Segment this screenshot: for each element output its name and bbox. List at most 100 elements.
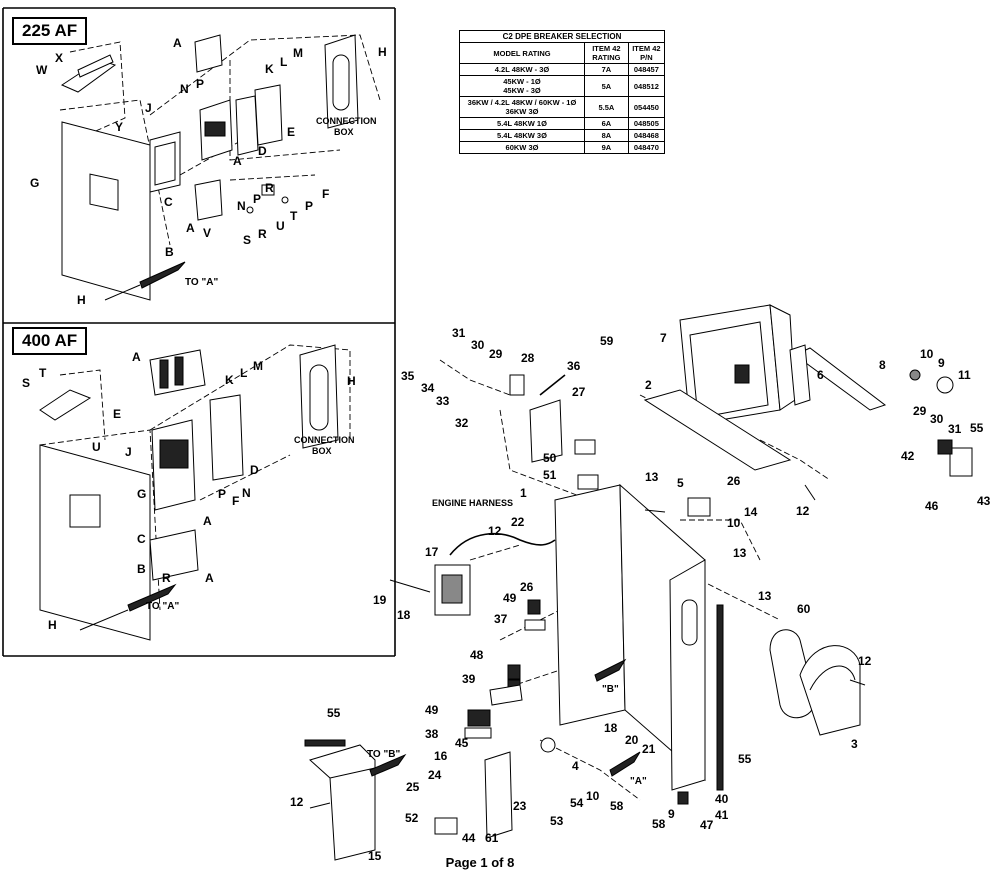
callout: D [258, 144, 267, 158]
callout: 17 [425, 545, 439, 559]
table-cell: 8A [584, 129, 629, 142]
callout: 9 [938, 356, 945, 370]
table-cell: 45KW - 1Ø 45KW - 3Ø [459, 75, 585, 97]
callout: A [233, 154, 242, 168]
callout: 49 [425, 703, 439, 717]
callout: 5 [677, 476, 684, 490]
callout: 47 [700, 818, 714, 832]
callout: P [253, 192, 261, 206]
table-cell: 36KW / 4.2L 48KW / 60KW - 1Ø 36KW 3Ø [459, 96, 585, 118]
table-cell: 048468 [627, 129, 666, 142]
callout: 33 [436, 394, 450, 408]
callout: 12 [290, 795, 304, 809]
callout: 41 [715, 808, 729, 822]
callout: 2 [645, 378, 652, 392]
callout: L [240, 366, 247, 380]
callout: P [196, 77, 204, 91]
to-a-label: TO "A" [185, 277, 218, 288]
callout: E [287, 125, 295, 139]
callout: B [137, 562, 146, 576]
callout: 34 [421, 381, 435, 395]
callout: 59 [600, 334, 614, 348]
callout: X [55, 51, 63, 65]
callout: 55 [327, 706, 341, 720]
table-cell: 5A [584, 75, 629, 97]
callout: 44 [462, 831, 476, 845]
connection-box-label: CONNECTION [316, 116, 377, 126]
callout: R [162, 571, 171, 585]
callout: 21 [642, 742, 656, 756]
callout: 51 [543, 468, 557, 482]
callout: E [113, 407, 121, 421]
callout: 24 [428, 768, 442, 782]
callout: 37 [494, 612, 508, 626]
callout: 31 [948, 422, 962, 436]
page-number: Page 1 of 8 [445, 855, 515, 870]
400af-callouts: A K L M H S T E U J G D C R A B H F P N … [22, 350, 356, 632]
callout: 54 [570, 796, 584, 810]
callout: 8 [879, 358, 886, 372]
callout: S [243, 233, 251, 247]
callout: 60 [797, 602, 811, 616]
callout: P [305, 199, 313, 213]
callout: 15 [368, 849, 382, 863]
callout: C [137, 532, 146, 546]
section-label-400af: 400 AF [12, 327, 88, 355]
callout: Y [115, 120, 123, 134]
to-b-label: TO "B" [367, 749, 400, 760]
callout: 22 [511, 515, 525, 529]
callout: 11 [958, 368, 971, 382]
callout: 53 [550, 814, 564, 828]
table-header: ITEM 42 P/N [627, 42, 666, 64]
callout: 58 [652, 817, 666, 831]
view-a-label: "A" [630, 776, 647, 787]
callout: P [218, 487, 226, 501]
callout: 18 [604, 721, 618, 735]
callout: K [225, 373, 234, 387]
callout: 46 [925, 499, 939, 513]
callout: N [180, 82, 189, 96]
callout: 30 [471, 338, 485, 352]
callout: M [293, 46, 303, 60]
225af-exploded-view [59, 34, 381, 301]
callout: 39 [462, 672, 476, 686]
callout: 36 [567, 359, 581, 373]
callout: 31 [452, 326, 466, 340]
callout: 27 [572, 385, 586, 399]
table-cell: 5.4L 48KW 3Ø [459, 129, 585, 142]
callout: 25 [406, 780, 420, 794]
table-cell: 60KW 3Ø [459, 141, 585, 154]
callout: 18 [397, 608, 411, 622]
callout: M [253, 359, 263, 373]
callout: 38 [425, 727, 439, 741]
callout: 61 [485, 831, 499, 845]
callout: 3 [851, 737, 858, 751]
engine-harness-label: ENGINE HARNESS [432, 498, 513, 508]
callout: 45 [455, 736, 469, 750]
callout: H [77, 293, 86, 307]
callout: 42 [901, 449, 915, 463]
callout: W [36, 63, 48, 77]
callout: 26 [520, 580, 534, 594]
callout: B [165, 245, 174, 259]
callout: 28 [521, 351, 535, 365]
callout: H [48, 618, 57, 632]
callout: 12 [858, 654, 872, 668]
callout: A [173, 36, 182, 50]
callout: 10 [920, 347, 934, 361]
callout: T [39, 366, 47, 380]
table-cell: 048512 [627, 75, 666, 97]
callout: N [237, 199, 246, 213]
to-a-label: TO "A" [146, 601, 179, 612]
callout: N [242, 486, 251, 500]
table-cell: 4.2L 48KW - 3Ø [459, 63, 585, 76]
callout: 6 [817, 368, 824, 382]
callout: 49 [503, 591, 517, 605]
callout: 40 [715, 792, 729, 806]
view-b-label: "B" [602, 684, 619, 695]
callout: 35 [401, 369, 415, 383]
table-cell: 048470 [627, 141, 666, 154]
